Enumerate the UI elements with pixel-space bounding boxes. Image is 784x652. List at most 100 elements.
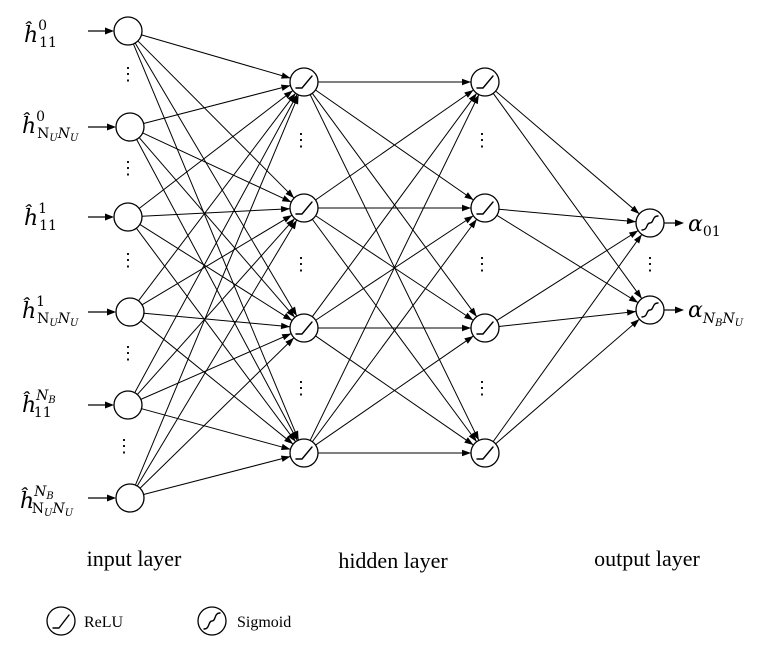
hidden2-output-edge-3-0	[492, 234, 643, 442]
hidden1-hidden2-arrowhead-0-2	[468, 307, 477, 317]
input-hidden1-arrowhead-3-2	[280, 322, 291, 330]
arrowheads	[88, 27, 684, 502]
relu-icon	[46, 606, 76, 636]
output-arrowhead-1	[675, 219, 684, 227]
hidden1-hidden2-arrowhead-2-0	[468, 93, 477, 103]
input-hidden1-edge-0-3	[132, 43, 300, 441]
output-neuron-2	[635, 295, 665, 325]
input-hidden1-arrowhead-0-0	[281, 72, 291, 79]
input-hidden1-arrowhead-3-0	[287, 93, 296, 103]
hidden2-output-edge-2-1	[498, 311, 637, 327]
hidden1-hidden2-edge-1-0	[315, 89, 474, 201]
input-hidden1-arrowhead-4-2	[281, 333, 292, 341]
hidden1-hidden2-edge-2-0	[311, 92, 478, 318]
output-layer-label: output layer	[594, 546, 700, 571]
input-hidden1-arrowhead-3-3	[284, 436, 294, 445]
ellipses: ⋮⋮⋮⋮⋮⋮⋮⋮⋮⋮⋮⋮	[115, 64, 659, 457]
input-hidden1-arrowhead-2-0	[283, 90, 293, 99]
input-hidden1-edge-5-0	[134, 94, 300, 486]
hidden2-output-edge-0-1	[492, 93, 643, 299]
input-hidden1-arrowhead-5-3	[280, 455, 291, 462]
input-hidden1-arrowhead-5-1	[289, 220, 297, 230]
hidden2-output-arrowhead-3-0	[633, 234, 642, 244]
ellipsis-5: ⋮	[115, 436, 133, 457]
hidden1-hidden2-edge-3-1	[311, 218, 478, 443]
hidden2-neuron-2	[470, 193, 500, 223]
legend-relu-label: ReLU	[84, 614, 124, 631]
hidden2-output-edge-1-0	[498, 208, 637, 223]
input-hidden1-edge-0-0	[141, 34, 291, 79]
input-hidden1-edge-4-1	[136, 218, 296, 395]
input-hidden1-arrowhead-5-2	[285, 337, 294, 347]
output-neuron-1	[635, 208, 665, 238]
hidden-layer-label: hidden layer	[338, 548, 448, 573]
hidden2-neuron-3	[470, 313, 500, 343]
hidden1-hidden2-edge-3-0	[309, 94, 480, 441]
input-hidden1-edge-1-2	[138, 137, 296, 318]
input-hidden1-edge-3-1	[141, 214, 293, 306]
ellipsis-8: ⋮	[292, 378, 310, 399]
input-layer-label: input layer	[87, 546, 182, 571]
hidden1-hidden2-arrowhead-3-1	[468, 219, 477, 229]
input-hidden1-arrowhead-4-1	[286, 218, 295, 228]
hidden1-hidden2-arrowhead-3-3	[462, 449, 471, 457]
input-hidden1-arrowhead-0-1	[285, 189, 295, 199]
hidden2-output-arrowhead-2-1	[626, 309, 637, 316]
sigmoid-icon	[197, 606, 227, 636]
input-hidden1-arrowhead-1-2	[286, 308, 295, 318]
input-hidden1-edge-3-0	[138, 92, 296, 302]
input-neuron-4	[115, 297, 145, 327]
ellipsis-7: ⋮	[292, 254, 310, 275]
hidden1-neuron-4	[289, 438, 319, 468]
input-hidden1-edge-3-2	[143, 312, 291, 328]
input-neuron-1	[113, 16, 143, 46]
connections	[132, 34, 643, 495]
hidden1-hidden2-arrowhead-3-2	[464, 335, 474, 344]
input-hidden1-edge-2-3	[135, 227, 297, 443]
hidden1-neuron-1	[289, 67, 319, 97]
hidden2-output-arrowhead-1-0	[626, 217, 637, 225]
hidden2-output-edge-3-1	[495, 318, 640, 445]
input-hidden1-edge-4-2	[140, 333, 292, 400]
input-hidden1-edge-0-1	[137, 40, 295, 199]
input-hidden1-arrowhead-2-1	[280, 205, 291, 213]
input-arrowhead-4	[107, 308, 116, 316]
input-hidden1-edge-2-1	[141, 208, 291, 217]
hidden1-neuron-3	[289, 313, 319, 343]
ellipsis-12: ⋮	[641, 254, 659, 275]
relu-icon	[295, 446, 313, 460]
hidden2-output-arrowhead-3-1	[630, 319, 640, 328]
ellipsis-11: ⋮	[473, 378, 491, 399]
output-arrowhead-2	[675, 306, 684, 314]
input-hidden1-edge-2-0	[138, 90, 294, 209]
hidden2-output-arrowhead-1-1	[628, 295, 639, 303]
hidden2-output-arrowhead-0-1	[633, 289, 642, 299]
sigmoid-icon	[641, 302, 659, 318]
input-hidden1-arrowhead-4-3	[280, 443, 291, 451]
ellipsis-10: ⋮	[473, 254, 491, 275]
hidden1-hidden2-arrowhead-1-0	[464, 89, 474, 98]
input-arrowhead-1	[105, 27, 114, 35]
hidden1-hidden2-edge-3-2	[315, 335, 474, 446]
input-hidden1-edge-1-1	[142, 132, 292, 203]
hidden1-neuron-2	[289, 193, 319, 223]
hidden2-output-edge-1-1	[496, 214, 639, 304]
ellipsis-3: ⋮	[119, 250, 137, 271]
relu-icon	[476, 446, 494, 460]
hidden1-hidden2-arrowhead-1-2	[464, 312, 474, 321]
input-neuron-6	[115, 483, 145, 513]
legend: ReLU Sigmoid	[46, 606, 291, 636]
input-hidden1-edge-5-3	[143, 456, 291, 495]
hidden1-hidden2-arrowhead-2-2	[462, 324, 471, 332]
ellipsis-1: ⋮	[119, 64, 137, 85]
relu-icon	[295, 201, 313, 215]
hidden1-hidden2-arrowhead-0-1	[464, 192, 474, 201]
hidden2-neuron-1	[470, 67, 500, 97]
hidden2-output-arrowhead-0-0	[630, 205, 640, 214]
